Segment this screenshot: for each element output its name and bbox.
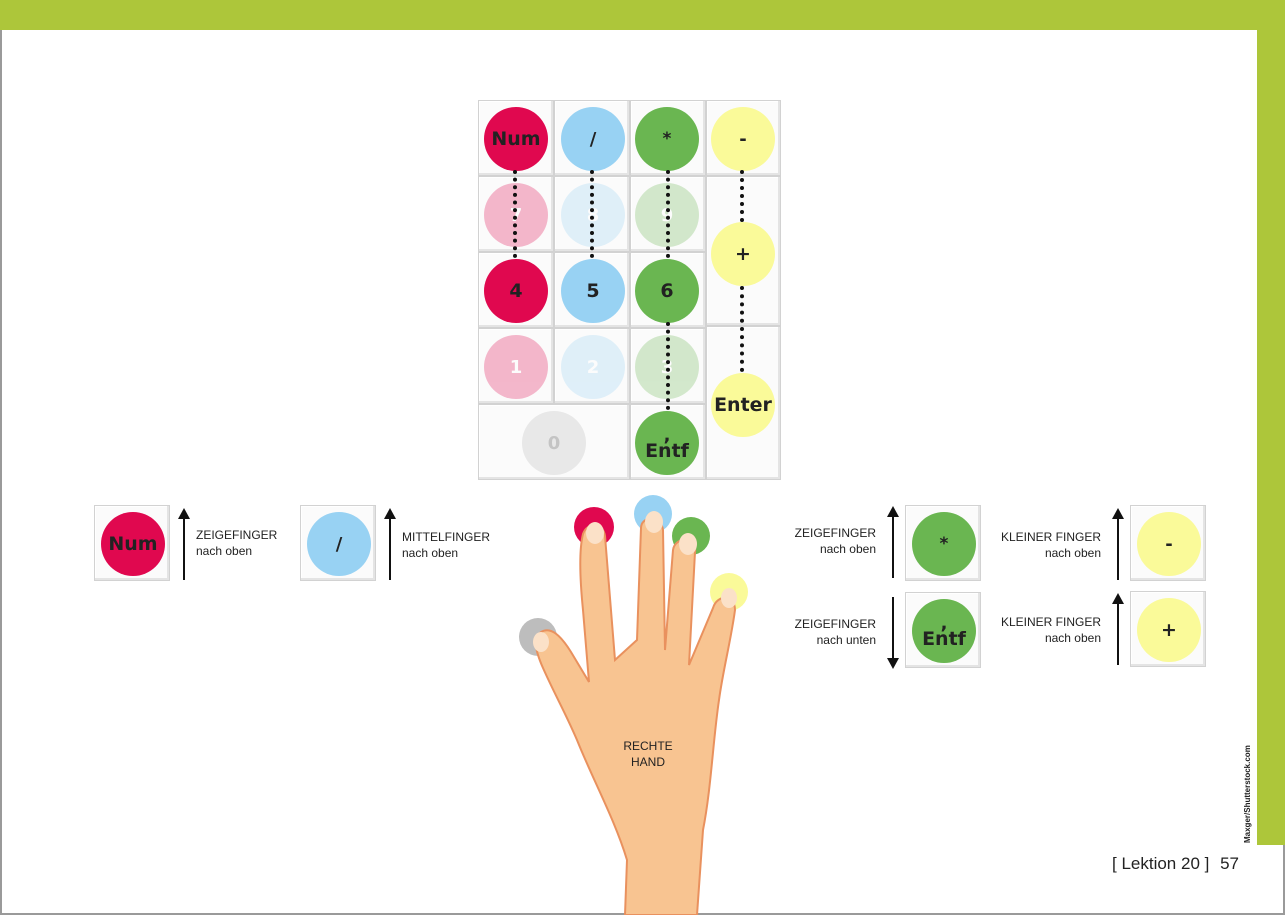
instruction-key-num-label: Num <box>101 512 165 576</box>
instruction-num-text: ZEIGEFINGER nach oben <box>196 527 277 559</box>
key-4: 4 <box>478 252 554 328</box>
arrow-up-icon <box>384 508 396 580</box>
instruction-entf-direction: nach unten <box>816 633 876 647</box>
key-entf: , Entf <box>630 404 706 480</box>
key-6: 6 <box>630 252 706 328</box>
instruction-key-plus-label: + <box>1137 598 1201 662</box>
key-minus-label: - <box>711 107 775 171</box>
nail-ring <box>679 533 697 555</box>
hand-shape <box>535 517 737 915</box>
key-2: 2 <box>554 328 630 404</box>
key-6-label: 6 <box>635 259 699 323</box>
instruction-num-direction: nach oben <box>196 544 253 558</box>
key-multiply-label: * <box>635 107 699 171</box>
instruction-key-divide-label: / <box>307 512 371 576</box>
instruction-key-entf-text: Entf <box>922 627 966 650</box>
dotted-line-num-4 <box>513 170 517 258</box>
instruction-minus-finger: KLEINER FINGER <box>1000 530 1101 544</box>
key-0-label: 0 <box>522 411 586 475</box>
key-entf-comma: , <box>663 424 671 446</box>
instruction-num-finger: ZEIGEFINGER <box>196 528 278 542</box>
hand-label-line1: RECHTE <box>623 739 672 753</box>
instruction-multiply-finger: ZEIGEFINGER <box>794 526 876 540</box>
numeric-keypad: Num / * - 7 8 9 + 4 5 6 1 2 3 Enter 0 <box>478 100 781 480</box>
key-enter-label: Enter <box>711 373 775 437</box>
key-5-label: 5 <box>561 259 625 323</box>
right-hand-illustration: RECHTE HAND <box>519 495 748 915</box>
instruction-key-entf-comma: , <box>940 612 948 634</box>
instruction-key-multiply-label: * <box>912 512 976 576</box>
instruction-key-entf: , Entf <box>905 592 981 668</box>
key-entf-text: Entf <box>645 439 689 462</box>
arrow-up-icon <box>1112 593 1124 665</box>
key-1-label: 1 <box>484 335 548 399</box>
instruction-divide-text: MITTELFINGER nach oben <box>402 529 490 561</box>
instruction-plus-direction: nach oben <box>1044 631 1101 645</box>
instruction-minus-direction: nach oben <box>1044 546 1101 560</box>
instruction-entf-finger: ZEIGEFINGER <box>794 617 876 631</box>
key-5: 5 <box>554 252 630 328</box>
page-number: 57 <box>1220 854 1239 873</box>
arrow-up-icon <box>887 506 899 578</box>
instruction-multiply-direction: nach oben <box>819 542 876 556</box>
instruction-key-entf-label: , Entf <box>912 599 976 663</box>
right-accent-bar <box>1257 0 1285 845</box>
instruction-entf-text: ZEIGEFINGER nach unten <box>776 616 876 648</box>
key-1: 1 <box>478 328 554 404</box>
key-plus-label: + <box>711 222 775 286</box>
instruction-key-multiply: * <box>905 505 981 581</box>
key-minus: - <box>706 100 781 176</box>
arrow-down-icon <box>887 597 899 669</box>
nail-middle <box>645 511 663 533</box>
key-entf-label: , Entf <box>635 411 699 475</box>
instruction-minus-text: KLEINER FINGER nach oben <box>995 529 1101 561</box>
lesson-label: [ Lektion 20 ] <box>1112 854 1210 873</box>
instruction-divide-direction: nach oben <box>402 546 459 560</box>
dotted-line-multiply-6 <box>666 170 670 258</box>
instruction-key-minus: - <box>1130 505 1206 581</box>
arrow-up-icon <box>1112 508 1124 580</box>
instruction-key-num: Num <box>94 505 170 581</box>
dotted-line-divide-5 <box>590 170 594 258</box>
key-2-label: 2 <box>561 335 625 399</box>
instruction-key-plus: + <box>1130 591 1206 667</box>
instruction-plus-text: KLEINER FINGER nach oben <box>995 614 1101 646</box>
top-accent-bar <box>0 0 1285 30</box>
dotted-line-minus-plus <box>740 170 744 222</box>
image-credit: Maxger/Shutterstock.com <box>1243 745 1252 843</box>
instruction-key-minus-label: - <box>1137 512 1201 576</box>
instruction-plus-finger: KLEINER FINGER <box>1000 615 1101 629</box>
dotted-line-6-entf <box>666 322 670 410</box>
dotted-line-plus-enter <box>740 286 744 372</box>
instruction-key-divide: / <box>300 505 376 581</box>
page-footer: [ Lektion 20 ] 57 <box>1112 854 1239 874</box>
key-num-label: Num <box>484 107 548 171</box>
instruction-multiply-text: ZEIGEFINGER nach oben <box>776 525 876 557</box>
key-4-label: 4 <box>484 259 548 323</box>
nail-index <box>586 522 604 544</box>
instruction-divide-finger: MITTELFINGER <box>402 530 491 544</box>
key-multiply: * <box>630 100 706 176</box>
key-divide: / <box>554 100 630 176</box>
key-divide-label: / <box>561 107 625 171</box>
key-num: Num <box>478 100 554 176</box>
arrow-up-icon <box>178 508 190 580</box>
key-0: 0 <box>478 404 630 480</box>
nail-thumb <box>533 632 549 652</box>
nail-little <box>721 588 737 608</box>
hand-label-line2: HAND <box>631 755 665 769</box>
